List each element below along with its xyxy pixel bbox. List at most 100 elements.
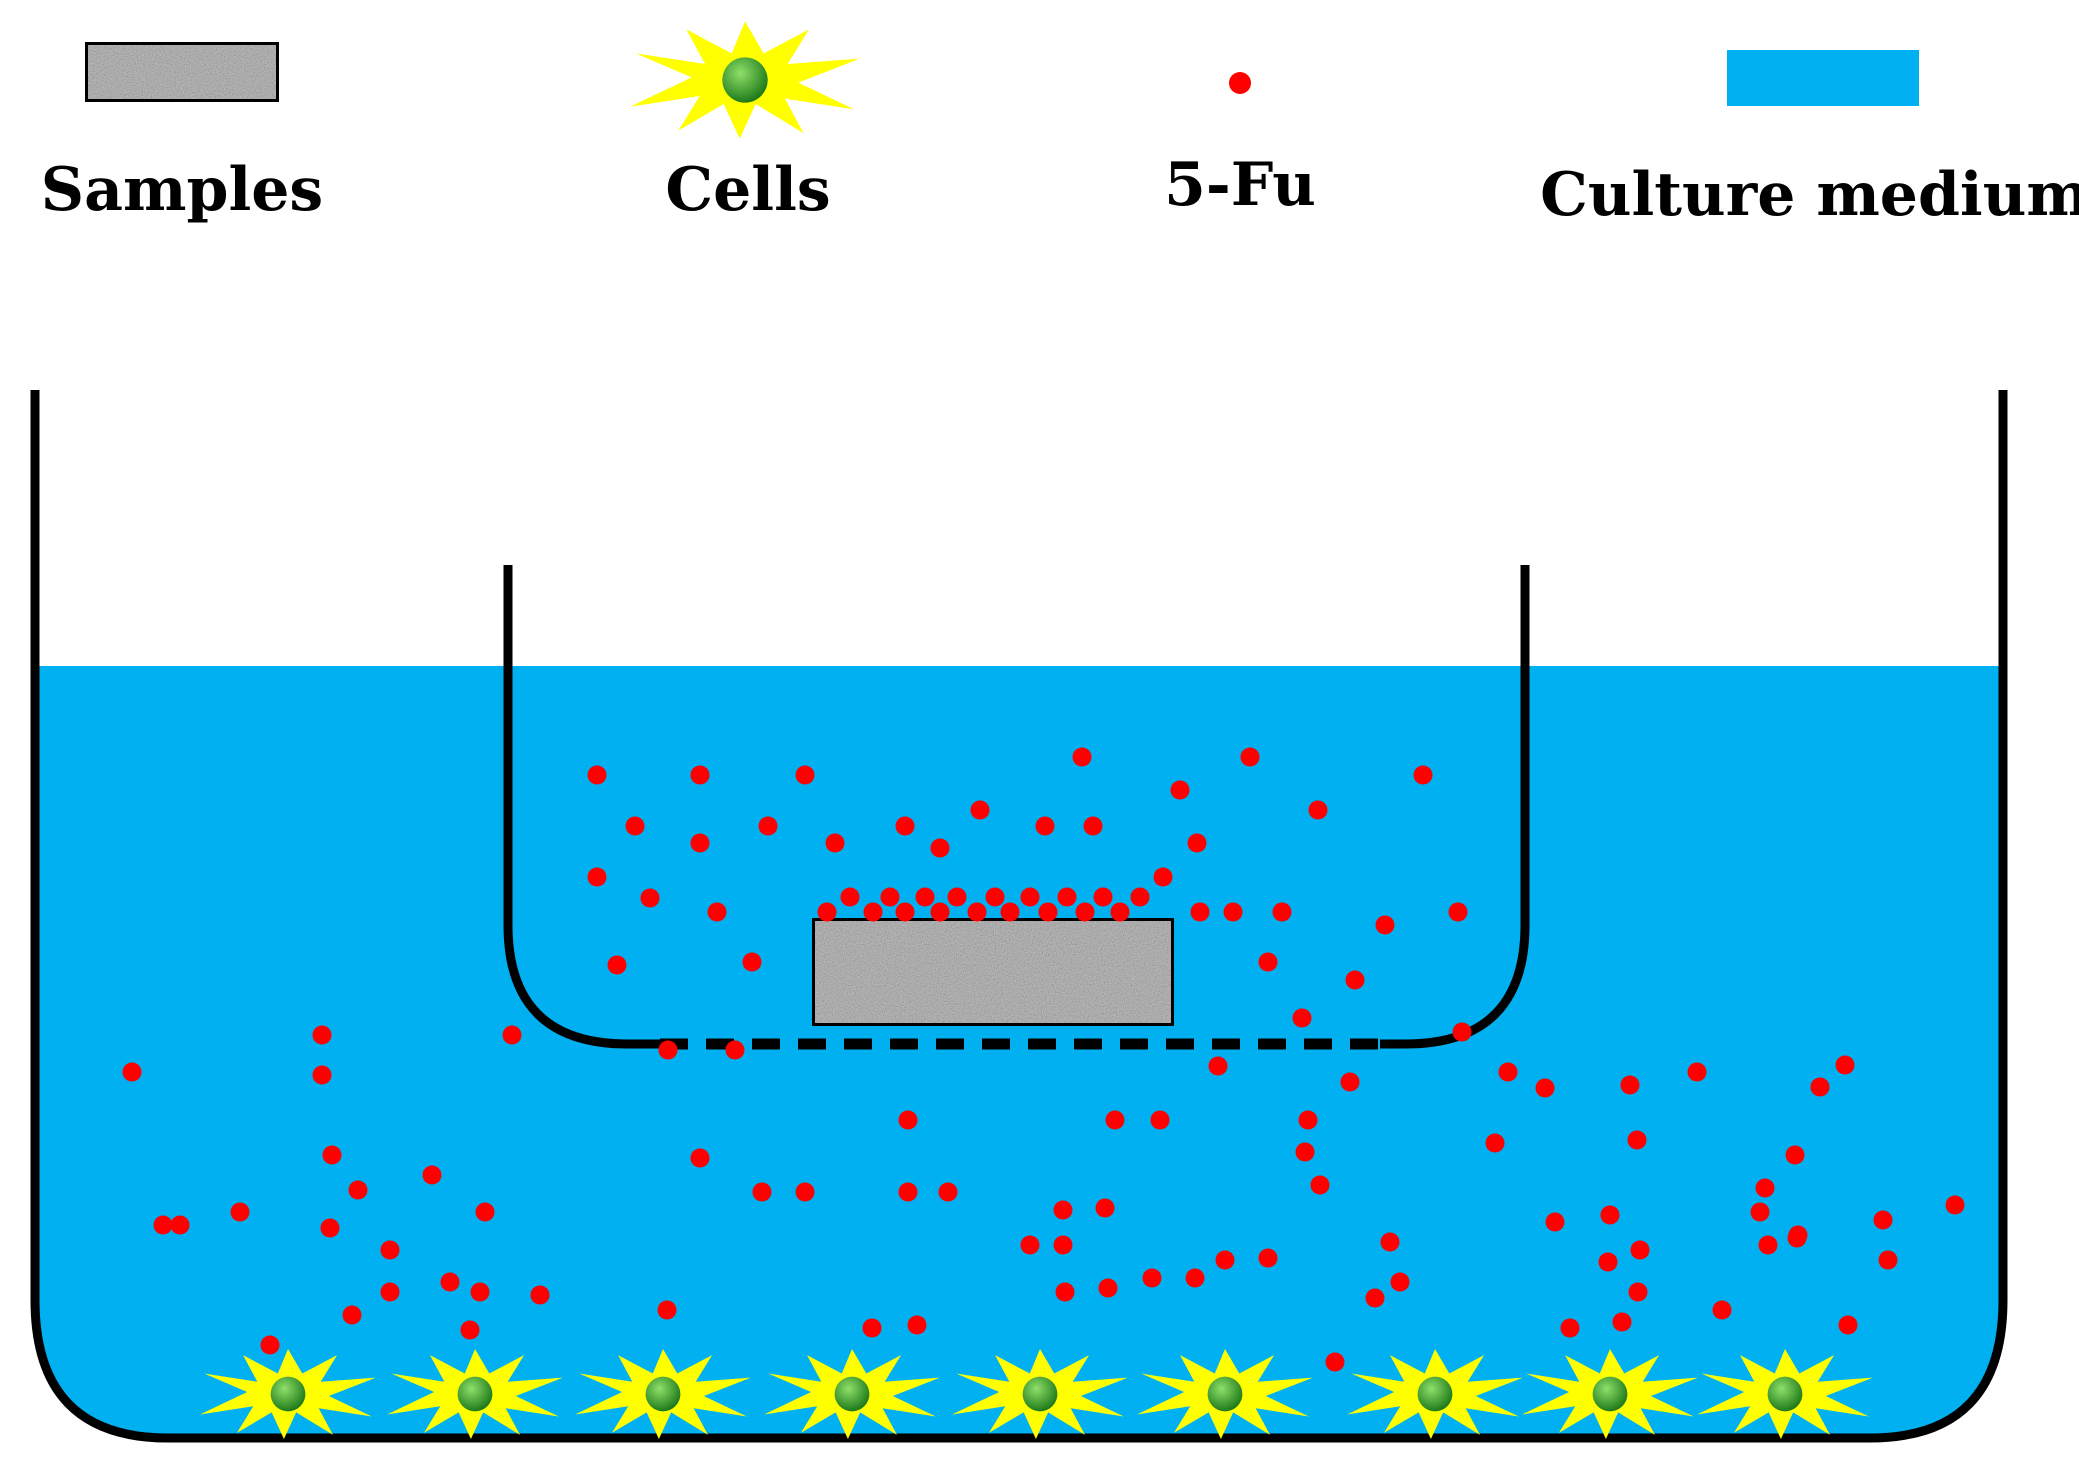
drug-dot <box>1190 902 1210 922</box>
drug-dot <box>1712 1300 1732 1320</box>
drug-dot <box>312 1025 332 1045</box>
drug-dot <box>895 902 915 922</box>
drug-dot <box>1142 1268 1162 1288</box>
drug-dot <box>607 955 627 975</box>
drug-dot <box>1000 902 1020 922</box>
drug-dot <box>1187 833 1207 853</box>
drug-dot <box>1375 915 1395 935</box>
drug-dot <box>530 1285 550 1305</box>
drug-dot <box>1258 1248 1278 1268</box>
drug-dot <box>1687 1062 1707 1082</box>
outer-well-wall <box>30 390 2008 1443</box>
drug-dot <box>1758 1235 1778 1255</box>
drug-dot <box>795 765 815 785</box>
drug-dot <box>380 1240 400 1260</box>
drug-dot <box>587 867 607 887</box>
drug-dot <box>440 1272 460 1292</box>
drug-dot <box>1020 1235 1040 1255</box>
drug-dot <box>970 800 990 820</box>
drug-dot <box>625 816 645 836</box>
drug-dot <box>1020 887 1040 907</box>
drug-dot <box>1105 1110 1125 1130</box>
drug-dot <box>915 887 935 907</box>
drug-dot <box>1098 1278 1118 1298</box>
drug-dot <box>1150 1110 1170 1130</box>
drug-dot <box>1755 1178 1775 1198</box>
drug-dot <box>1095 1198 1115 1218</box>
drug-dot <box>1498 1062 1518 1082</box>
drug-dot <box>1598 1252 1618 1272</box>
drug-dot <box>1055 1282 1075 1302</box>
drug-dot <box>1035 816 1055 836</box>
drug-dot <box>1390 1272 1410 1292</box>
drug-dot <box>817 902 837 922</box>
drug-dot <box>967 902 987 922</box>
insert-wall-left <box>503 565 660 1049</box>
legend-cell-icon <box>630 21 860 139</box>
drug-dot <box>1310 1175 1330 1195</box>
drug-dot <box>1627 1130 1647 1150</box>
drug-dot <box>690 833 710 853</box>
drug-molecules <box>122 747 1965 1372</box>
drug-dot <box>322 1145 342 1165</box>
drug-dot <box>690 765 710 785</box>
drug-dot <box>1038 902 1058 922</box>
drug-dot <box>930 838 950 858</box>
drug-dot <box>862 1318 882 1338</box>
drug-dot <box>1292 1008 1312 1028</box>
drug-dot <box>742 952 762 972</box>
drug-dot <box>502 1025 522 1045</box>
drug-dot <box>1340 1072 1360 1092</box>
drug-dot <box>707 902 727 922</box>
legend-cells-label: Cells <box>665 155 830 225</box>
drug-dot <box>1785 1145 1805 1165</box>
drug-dot <box>342 1305 362 1325</box>
drug-dot <box>320 1218 340 1238</box>
drug-dot <box>1945 1195 1965 1215</box>
drug-dot <box>657 1300 677 1320</box>
legend-drug-icon <box>1229 72 1251 94</box>
drug-dot <box>380 1282 400 1302</box>
drug-dot <box>470 1282 490 1302</box>
drug-dot <box>752 1182 772 1202</box>
drug-dot <box>1130 887 1150 907</box>
outer-well <box>30 390 2008 1443</box>
drug-dot <box>898 1182 918 1202</box>
drug-dot <box>930 902 950 922</box>
drug-dot <box>1325 1352 1345 1372</box>
drug-dot <box>1452 1022 1472 1042</box>
drug-dot <box>1093 887 1113 907</box>
drug-dot <box>1272 902 1292 922</box>
culture-medium <box>38 666 2000 1435</box>
drug-dot <box>1215 1250 1235 1270</box>
drug-dot <box>1170 780 1190 800</box>
drug-dot <box>1295 1142 1315 1162</box>
legend-sample-icon <box>82 39 282 105</box>
drug-dot <box>1258 952 1278 972</box>
drug-dot <box>1223 902 1243 922</box>
drug-dot <box>640 888 660 908</box>
drug-dot <box>460 1320 480 1340</box>
drug-dot <box>895 816 915 836</box>
drug-dot <box>1185 1268 1205 1288</box>
drug-dot <box>312 1065 332 1085</box>
drug-dot <box>985 887 1005 907</box>
drug-dot <box>170 1215 190 1235</box>
drug-dot <box>1298 1110 1318 1130</box>
drug-dot <box>260 1335 280 1355</box>
legend-drug-label: 5-Fu <box>1164 150 1316 220</box>
drug-dot <box>1208 1056 1228 1076</box>
drug-dot <box>1083 816 1103 836</box>
drug-dot <box>1075 902 1095 922</box>
drug-dot <box>587 765 607 785</box>
drug-dot <box>1878 1250 1898 1270</box>
drug-dot <box>1535 1078 1555 1098</box>
legend-samples-label: Samples <box>41 155 323 225</box>
drug-dot <box>1345 970 1365 990</box>
drug-dot <box>475 1202 495 1222</box>
drug-dot <box>1620 1075 1640 1095</box>
drug-dot <box>725 1040 745 1060</box>
transwell-insert <box>503 565 1530 1050</box>
drug-dot <box>1560 1318 1580 1338</box>
